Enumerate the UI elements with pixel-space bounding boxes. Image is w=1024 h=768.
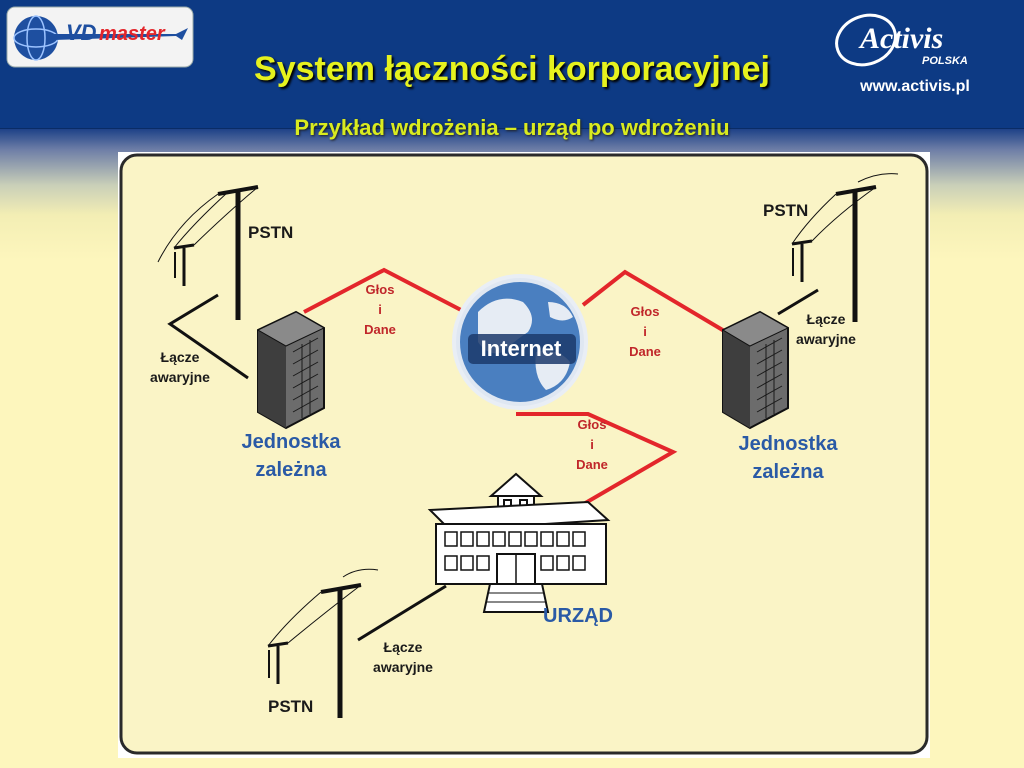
unit-label-left-1: Jednostka (242, 431, 342, 453)
backup-line-bottom (357, 584, 447, 642)
page-title: System łączności korporacyjnej (254, 50, 770, 88)
backup-label-right-1: Łącze (807, 311, 846, 327)
backup-label-bottom-2: awaryjne (373, 659, 433, 675)
pstn-pole-bottom (267, 568, 379, 718)
unit-label-right-2: zależna (752, 461, 824, 483)
logo-vd-text: VD (66, 20, 97, 45)
voice-data-3-line3: Dane (576, 457, 608, 472)
vdmaster-logo: VD master (6, 6, 194, 68)
backup-label-bottom-1: Łącze (384, 639, 423, 655)
voice-data-3-line1: Głos (578, 417, 607, 432)
pstn-label-left: PSTN (248, 223, 293, 242)
voice-data-1-line1: Głos (366, 282, 395, 297)
backup-label-left-2: awaryjne (150, 369, 210, 385)
internet-globe-icon (452, 274, 588, 410)
voice-data-3-line2: i (590, 437, 594, 452)
building-left-icon (256, 310, 326, 430)
backup-label-left-1: Łącze (161, 349, 200, 365)
network-diagram: PSTN PSTN PSTN Łącze awaryjne Łącze awar… (119, 153, 929, 755)
logo-polska-text: POLSKA (922, 55, 968, 67)
voice-data-2-line2: i (643, 324, 647, 339)
unit-label-right-1: Jednostka (739, 433, 839, 455)
voice-data-1-line2: i (378, 302, 382, 317)
backup-line-left (167, 293, 249, 380)
unit-label-left-2: zależna (255, 459, 327, 481)
link-internet-office (516, 412, 678, 518)
website-link[interactable]: www.activis.pl (860, 78, 970, 95)
link-internet-right (581, 269, 728, 334)
activis-logo: Activis POLSKA (835, 13, 968, 67)
pstn-label-right: PSTN (763, 201, 808, 220)
page-subtitle: Przykład wdrożenia – urząd po wdrożeniu (294, 115, 730, 140)
voice-data-2-line1: Głos (631, 304, 660, 319)
voice-data-links (303, 267, 728, 518)
diagram-frame: PSTN PSTN PSTN Łącze awaryjne Łącze awar… (118, 152, 930, 758)
logo-activis-text: Activis (858, 22, 943, 55)
backup-line-right (777, 288, 819, 316)
office-label: URZĄD (543, 605, 613, 627)
link-left-internet (303, 267, 462, 314)
backup-label-right-2: awaryjne (796, 331, 856, 347)
pstn-label-bottom: PSTN (268, 697, 313, 716)
voice-data-2-line3: Dane (629, 344, 661, 359)
logo-master-text: master (99, 23, 166, 45)
office-building-icon (427, 472, 611, 613)
pstn-pole-left (157, 185, 259, 320)
building-right-icon (721, 310, 790, 430)
internet-label: Internet (481, 336, 562, 361)
voice-data-1-line3: Dane (364, 322, 396, 337)
pstn-pole-right (791, 173, 899, 322)
backup-lines (167, 288, 819, 642)
